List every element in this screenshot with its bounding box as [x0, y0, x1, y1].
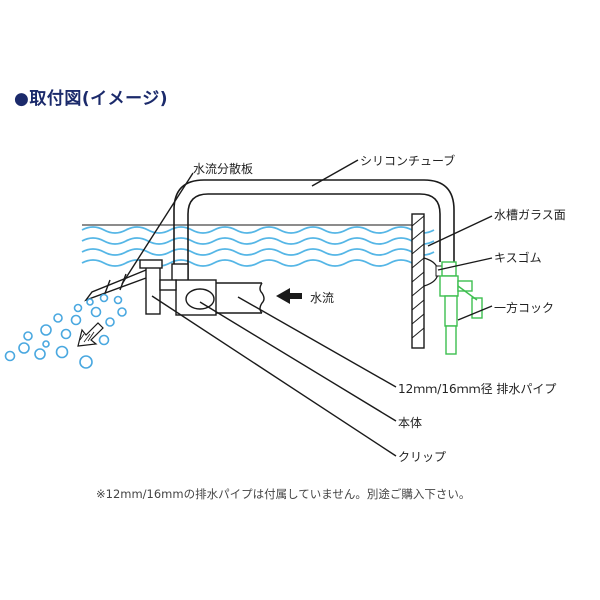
label-clip: クリップ: [398, 450, 447, 464]
label-silicone-tube: シリコンチューブ: [360, 154, 456, 168]
leader-valve: [457, 305, 493, 321]
label-diffuser: 水流分散板: [193, 162, 254, 176]
tank-glass-wall: [411, 213, 425, 349]
label-tank-glass: 水槽ガラス面: [494, 208, 566, 222]
leader-clip: [151, 295, 397, 457]
water-flow-arrow: [276, 288, 302, 304]
label-body: 本体: [398, 416, 423, 430]
water-waves: [81, 226, 435, 267]
label-suction-cup: キスゴム: [494, 251, 542, 265]
leader-body: [199, 301, 397, 422]
label-valve: 一方コック: [494, 301, 555, 315]
wave-line: [81, 248, 435, 256]
label-water-flow: 水流: [310, 291, 335, 305]
bubbles: [4, 293, 127, 369]
leader-diffuser: [121, 172, 194, 285]
drain-pipe: [214, 282, 265, 314]
leader-lines: [121, 159, 493, 457]
silicone-tube: [173, 179, 455, 282]
leader-glass: [427, 215, 493, 247]
footnote: ※12mm/16mmの排水パイプは付属していません。別途ご購入下さい。: [96, 487, 471, 501]
leader-suction: [437, 257, 493, 271]
outflow-arrow: [77, 322, 104, 347]
leader-pipe: [237, 296, 397, 388]
leader-tube: [311, 159, 359, 187]
one-way-valve: [439, 261, 483, 355]
page-title: ●取付図(イメージ): [14, 89, 169, 109]
filter-body: [139, 259, 217, 316]
wave-line: [81, 237, 435, 245]
wave-line: [81, 226, 435, 234]
label-drain-pipe: 12ｍｍ/16ｍｍ径 排水パイプ: [398, 382, 557, 396]
diffuser-plate: [84, 269, 147, 302]
